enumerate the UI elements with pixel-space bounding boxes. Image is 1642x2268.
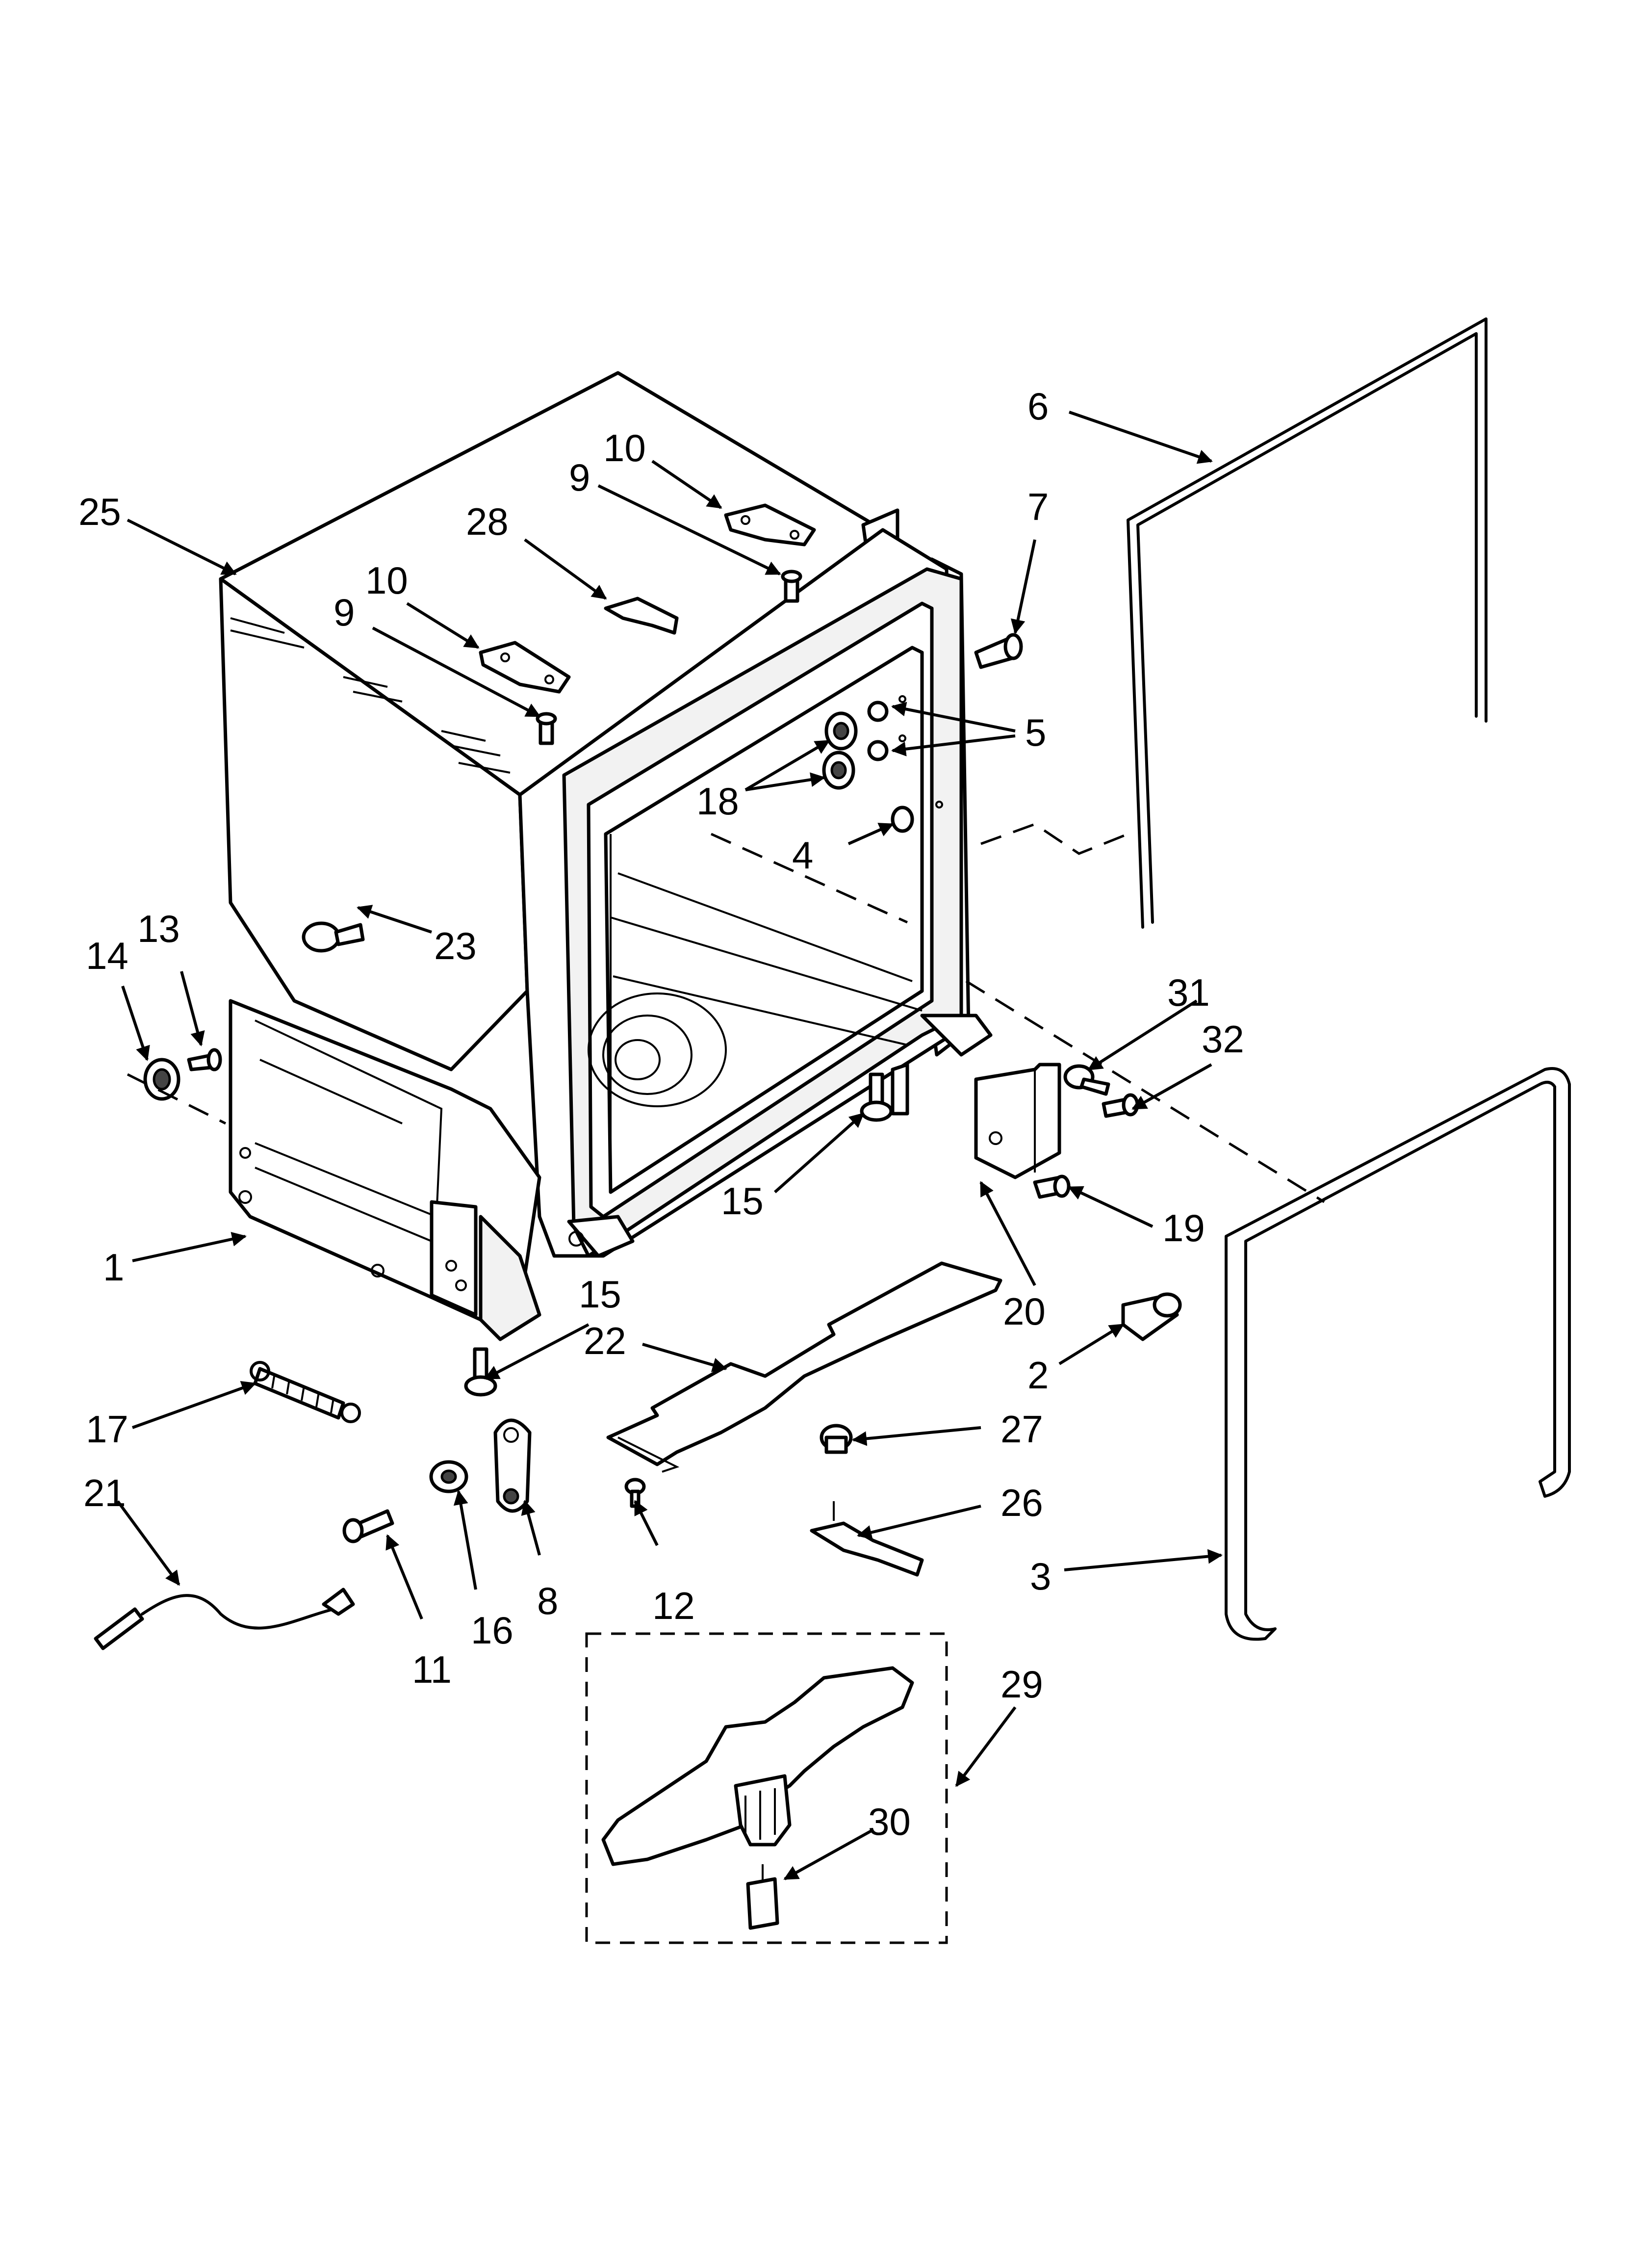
callout-26: 26 <box>1001 1481 1043 1524</box>
gasket-3 <box>1225 1067 1571 1641</box>
bracket-26 <box>810 1501 924 1577</box>
callout-27: 27 <box>1001 1408 1043 1451</box>
callout-9: 9 <box>334 591 355 634</box>
callout-30: 30 <box>868 1800 911 1843</box>
callout-labels: 25 10 9 28 10 9 6 7 5 18 4 23 13 14 31 3… <box>78 385 1244 1843</box>
bolt-11 <box>342 1509 394 1543</box>
callout-18: 18 <box>696 780 739 823</box>
callout-6: 6 <box>1027 385 1049 428</box>
callout-4: 4 <box>792 834 813 877</box>
callout-9: 9 <box>569 456 590 499</box>
plug <box>891 801 943 833</box>
callout-16: 16 <box>471 1609 513 1652</box>
clip <box>604 597 679 635</box>
push-pin <box>302 921 365 953</box>
callout-28: 28 <box>466 500 509 543</box>
callout-2: 2 <box>1027 1354 1049 1397</box>
callout-8: 8 <box>537 1579 558 1622</box>
hinge-bracket-upper <box>724 503 816 547</box>
leveling-foot <box>143 1058 180 1101</box>
callout-14: 14 <box>86 934 128 977</box>
callout-10: 10 <box>603 426 646 469</box>
screw-lower <box>536 712 557 745</box>
callout-21: 21 <box>83 1471 126 1514</box>
cable-21 <box>94 1588 355 1650</box>
callout-17: 17 <box>86 1408 128 1451</box>
callout-15: 15 <box>579 1273 621 1316</box>
rollers <box>822 711 858 790</box>
callout-22: 22 <box>584 1319 626 1362</box>
assembly-29-box <box>585 1632 948 1944</box>
callout-12: 12 <box>652 1584 695 1627</box>
callout-7: 7 <box>1027 485 1049 528</box>
screw-7 <box>974 633 1023 669</box>
cam-8 <box>493 1418 532 1513</box>
knob-27 <box>820 1424 853 1454</box>
leader-lines <box>116 411 1223 1880</box>
callout-15: 15 <box>721 1179 764 1223</box>
callout-29: 29 <box>1001 1663 1043 1706</box>
callout-25: 25 <box>78 490 121 533</box>
callout-1: 1 <box>103 1246 124 1289</box>
wheel-16 <box>429 1460 468 1493</box>
bracket-20 <box>974 1063 1061 1179</box>
callout-11: 11 <box>412 1648 452 1691</box>
screw-13 <box>187 1048 222 1071</box>
callout-23: 23 <box>434 924 477 967</box>
screw-upper <box>781 570 802 603</box>
callout-3: 3 <box>1030 1555 1051 1598</box>
callout-5: 5 <box>1025 711 1046 754</box>
tub-assembly <box>219 371 993 1341</box>
foot-15-lower <box>464 1347 497 1397</box>
callout-32: 32 <box>1202 1017 1244 1061</box>
clamp-31 <box>1063 1064 1110 1096</box>
plate-22 <box>606 1261 1002 1473</box>
screw-32 <box>1102 1093 1139 1118</box>
washers <box>867 695 906 761</box>
spring-17 <box>250 1361 361 1423</box>
hinge-bracket-lower <box>479 641 571 694</box>
callout-31: 31 <box>1167 971 1210 1014</box>
screw-19 <box>1033 1174 1071 1199</box>
gasket-6 <box>1127 317 1488 929</box>
foot-15-upper <box>860 1072 893 1122</box>
callout-13: 13 <box>137 907 180 950</box>
callout-20: 20 <box>1003 1290 1046 1333</box>
clip-2 <box>1121 1292 1182 1341</box>
assembly-axis-lines <box>127 823 1325 1203</box>
callout-19: 19 <box>1162 1206 1205 1250</box>
callout-10: 10 <box>365 559 408 602</box>
